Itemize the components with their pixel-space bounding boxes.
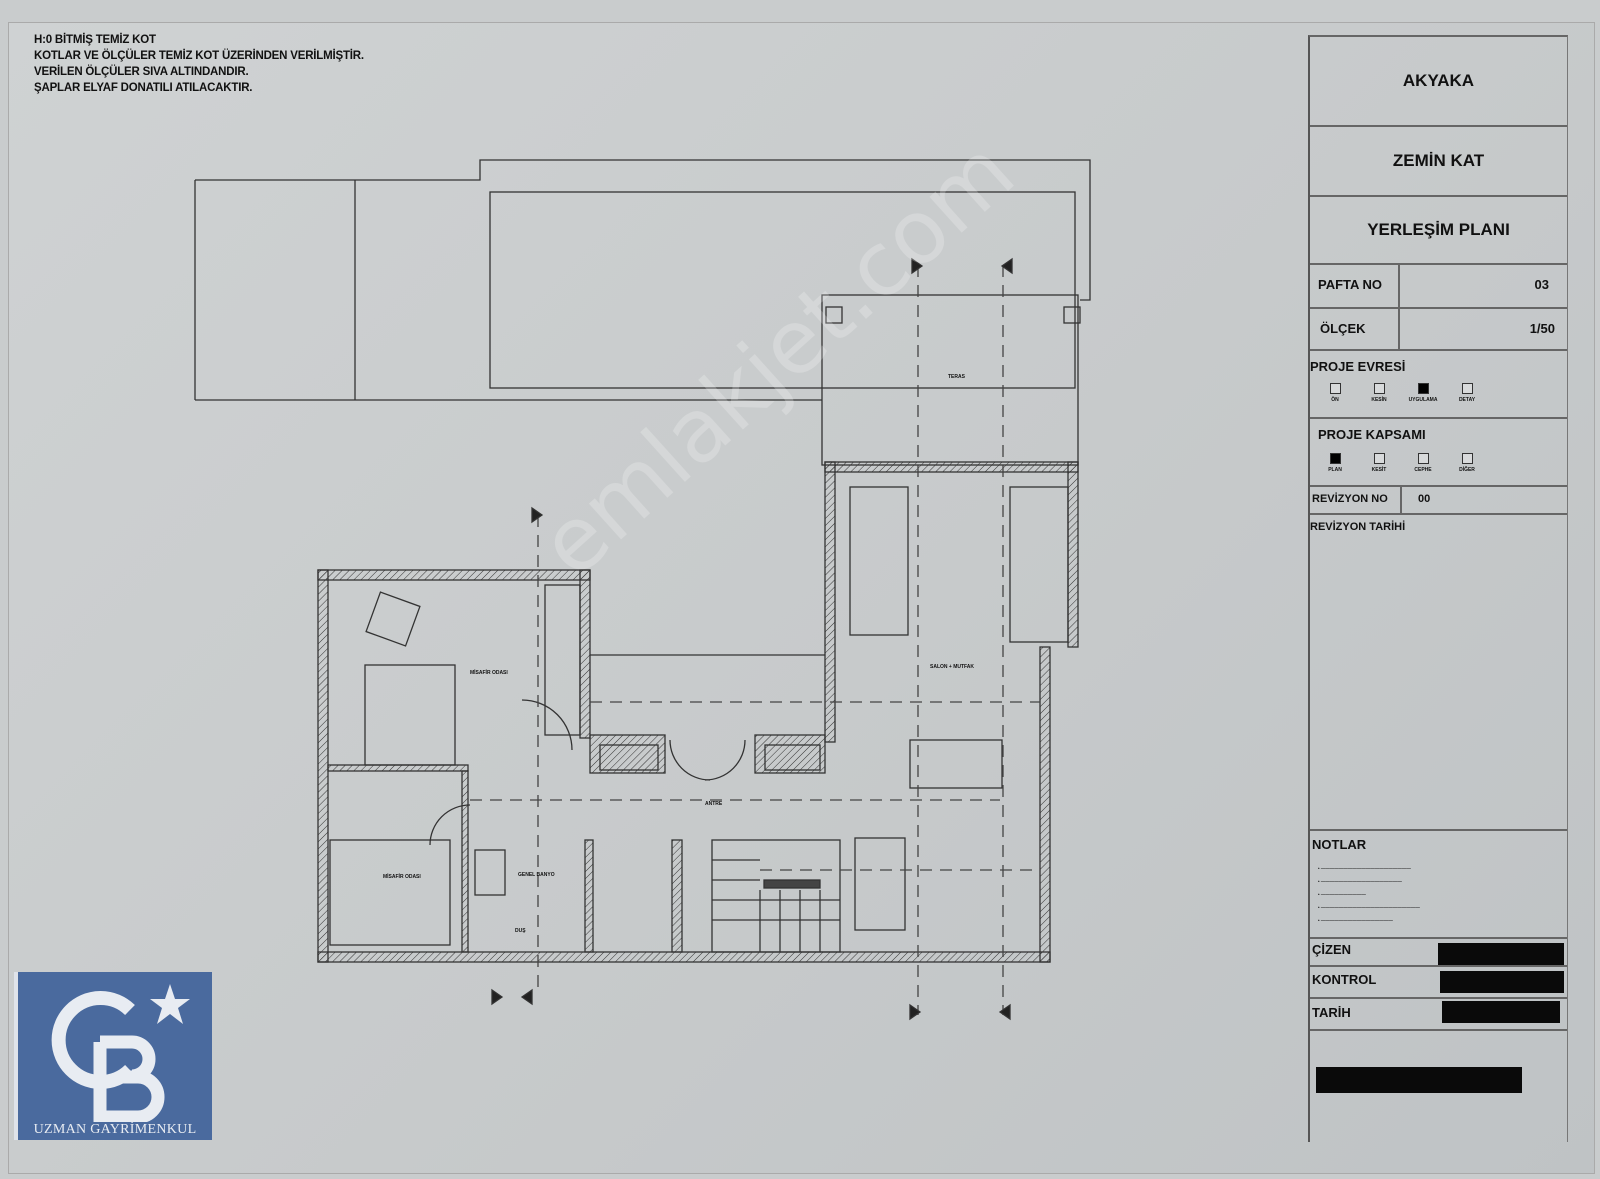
title-block: AKYAKA ZEMİN KAT YERLEŞİM PLANI PAFTA NO… [1308,35,1568,1142]
project-name: AKYAKA [1310,37,1567,127]
checkbox-box[interactable] [1417,383,1429,394]
room-label-terrace: TERAS [948,374,966,380]
phase-label: PROJE EVRESİ [1310,359,1406,374]
checkbox-label: KESİN [1371,397,1387,403]
revision-no-label: REVİZYON NO [1312,493,1388,505]
room-label-bathroom: GENEL BANYO [518,872,555,878]
sheet-no-label: PAFTA NO [1318,277,1383,292]
revision-date-label: REVİZYON TARİHİ [1310,521,1406,533]
redaction-bar [1440,971,1564,993]
room-label-bedroom-1: MİSAFİR ODASI [470,669,508,676]
scale: 1/50 [1529,321,1555,336]
phase-checkbox[interactable]: DETAY [1454,383,1480,403]
drawing-name: YERLEŞİM PLANI [1310,197,1567,265]
terrace-outline [821,294,1079,466]
checkbox-label: PLAN [1328,467,1342,473]
sofa [1009,486,1069,643]
logo-text: UZMAN GAYRİMENKUL [33,1122,197,1137]
sheet-no: 03 [1534,277,1549,292]
note-line: KOTLAR VE ÖLÇÜLER TEMİZ KOT ÜZERİNDEN VE… [34,50,364,62]
scale-label: ÖLÇEK [1320,321,1366,336]
phase-checkbox[interactable]: UYGULAMA [1408,383,1438,403]
room-label-entrance: ANTRE [705,801,723,807]
phase-checkbox[interactable]: KESİN [1366,383,1392,403]
scope-label: PROJE KAPSAMI [1318,427,1426,442]
checkbox-box[interactable] [1461,453,1473,464]
wardrobe [544,584,581,736]
note-line: H:0 BİTMİŞ TEMİZ KOT [34,34,156,46]
room-labels: TERAS SALON + MUTFAK MİSAFİR ODASI MİSAF… [383,374,974,934]
walls [317,461,1079,963]
kitchen-island [909,739,1003,789]
drawn-label: ÇİZEN [1312,942,1351,957]
checkbox-box[interactable] [1373,453,1385,464]
note-line: VERİLEN ÖLÇÜLER SIVA ALTINDANDIR. [34,66,249,78]
room-label-shower: DUŞ [515,928,526,934]
scope-checkbox[interactable]: KESİT [1366,453,1392,473]
checkbox-label: ÖN [1331,397,1339,403]
project-scope: PROJE KAPSAMI PLAN KESİT CEPHE DİĞER [1310,419,1567,487]
checkbox-box[interactable] [1461,383,1473,394]
notes-fine-print: • ————————————————————• ————————————————… [1318,866,1420,923]
floor-name: ZEMİN KAT [1310,127,1567,197]
redaction-bar [1442,1001,1560,1023]
room-label-bedroom-2: MİSAFİR ODASI [383,873,421,880]
bathtub [474,849,506,896]
cabinet [849,486,909,636]
redaction-bar [1316,1067,1522,1093]
checkbox-box[interactable] [1329,453,1341,464]
bed [329,839,451,946]
room-label-living: SALON + MUTFAK [930,664,974,670]
general-notes: H:0 BİTMİŞ TEMİZ KOT KOTLAR VE ÖLÇÜLER T… [34,32,364,96]
revision-no: 00 [1418,493,1431,505]
redaction-bar [1438,943,1564,965]
notes-section: NOTLAR • ————————————————————• —————————… [1310,829,1567,939]
checkbox-label: UYGULAMA [1408,397,1438,403]
scope-checkbox[interactable]: DİĞER [1454,453,1480,473]
note-line: ŞAPLAR ELYAF DONATILI ATILACAKTIR. [34,82,253,94]
notes-label: NOTLAR [1312,837,1367,852]
checkbox-box[interactable] [1417,453,1429,464]
checked-label: KONTROL [1312,972,1377,987]
grid-axes [470,265,1040,1015]
pool-outline [489,191,1076,389]
phase-checkbox[interactable]: ÖN [1322,383,1348,403]
stairs [711,839,841,953]
scope-checkbox[interactable]: CEPHE [1410,453,1436,473]
checkbox-label: DETAY [1458,397,1476,403]
cb-monogram-icon [51,984,190,1124]
bed [364,664,456,766]
checkbox-label: CEPHE [1414,467,1432,473]
checkbox-box[interactable] [1373,383,1385,394]
site-outline [195,159,1091,301]
checkbox-label: KESİT [1371,467,1387,473]
checkbox-label: DİĞER [1459,467,1475,473]
project-phase: PROJE EVRESİ ÖN KESİN UYGULAMA DETAY [1310,351,1567,419]
section-markers [491,257,1013,1021]
company-logo: UZMAN GAYRİMENKUL [14,972,212,1140]
checkbox-box[interactable] [1329,383,1341,394]
drawing-sheet [8,22,1595,1174]
date-label: TARİH [1312,1005,1351,1020]
scope-checkbox[interactable]: PLAN [1322,453,1348,473]
table [365,591,421,647]
